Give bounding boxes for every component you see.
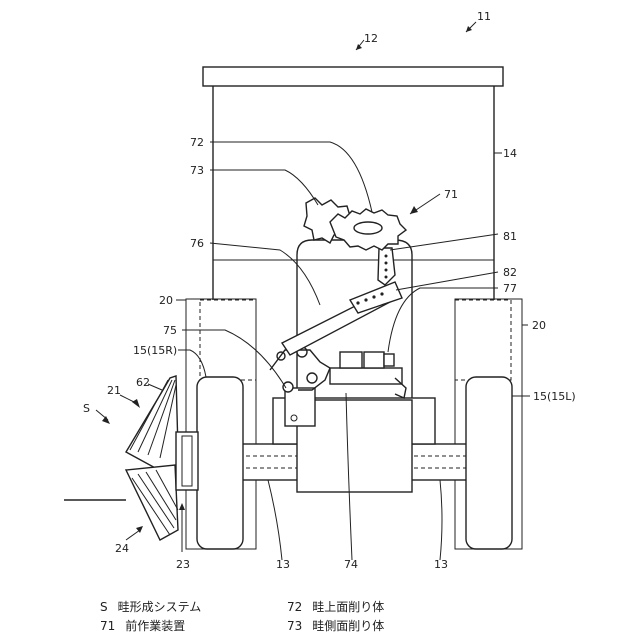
label-82: 82 xyxy=(503,266,517,279)
bracket-hole-3 xyxy=(385,269,388,272)
label-75: 75 xyxy=(163,324,177,337)
legend-item-72: 72 畦上面削り体 xyxy=(287,598,384,615)
leader-72 xyxy=(210,142,372,212)
label-23: 23 xyxy=(176,558,190,571)
arrow-S xyxy=(102,416,110,424)
label-14: 14 xyxy=(503,147,517,160)
gearbox-upper-c xyxy=(384,354,394,366)
legend-text: 畦側面削り体 xyxy=(312,619,384,633)
leader-13b xyxy=(440,480,442,560)
arm-hole-2 xyxy=(364,298,367,301)
arrow-12 xyxy=(356,44,362,50)
cutter-hub xyxy=(354,222,382,234)
gearbox-lower xyxy=(330,368,402,384)
cab-roof xyxy=(203,67,503,86)
label-20-right: 20 xyxy=(532,319,546,332)
arm-hole-1 xyxy=(356,301,359,304)
leader-76 xyxy=(210,243,320,305)
label-S: S xyxy=(83,402,90,415)
label-15l: 15(15L) xyxy=(533,390,576,403)
ridge-former-shaft xyxy=(176,432,198,490)
legend-code: 73 xyxy=(287,619,302,633)
wheel-left-15L xyxy=(466,377,512,549)
bracket-81 xyxy=(378,248,395,285)
label-62: 62 xyxy=(136,376,150,389)
legend-text: 畦形成システム xyxy=(118,600,202,614)
leader-24 xyxy=(126,530,140,540)
label-71: 71 xyxy=(444,188,458,201)
hitch-pin-c xyxy=(307,373,317,383)
label-13-right: 13 xyxy=(434,558,448,571)
bracket-hole-2 xyxy=(385,262,388,265)
leader-73 xyxy=(210,170,318,205)
hitch-base xyxy=(285,388,315,426)
arrow-21 xyxy=(132,399,140,408)
label-15r: 15(15R) xyxy=(133,344,177,357)
leader-77 xyxy=(388,288,498,352)
ridge-former-62 xyxy=(126,376,178,478)
fender-right-inner xyxy=(455,300,511,380)
leader-62 xyxy=(148,384,162,390)
bracket-hole-4 xyxy=(385,276,388,279)
bracket-hole-1 xyxy=(385,255,388,258)
label-72: 72 xyxy=(190,136,204,149)
legend-code: S xyxy=(100,600,108,614)
label-74: 74 xyxy=(344,558,358,571)
legend-text: 前作業装置 xyxy=(125,619,185,633)
label-81: 81 xyxy=(503,230,517,243)
fender-left-inner xyxy=(200,300,256,380)
gearbox-upper-b xyxy=(364,352,384,368)
leader-15r xyxy=(178,350,206,377)
label-77: 77 xyxy=(503,282,517,295)
label-21: 21 xyxy=(107,384,121,397)
label-24: 24 xyxy=(115,542,129,555)
arm-hole-4 xyxy=(380,292,383,295)
legend-text: 畦上面削り体 xyxy=(312,600,384,614)
arrow-23 xyxy=(179,503,185,510)
arm-hole-3 xyxy=(372,295,375,298)
label-20-left: 20 xyxy=(159,294,173,307)
label-76: 76 xyxy=(190,237,204,250)
wheel-right-15R xyxy=(197,377,243,549)
legend-item-73: 73 畦側面削り体 xyxy=(287,617,384,634)
legend-code: 71 xyxy=(100,619,115,633)
leader-21 xyxy=(120,395,134,402)
gearbox-upper-a xyxy=(340,352,362,368)
leader-13a xyxy=(268,480,282,560)
legend-code: 72 xyxy=(287,600,302,614)
label-12: 12 xyxy=(364,32,378,45)
legend-item-s: S 畦形成システム xyxy=(100,598,201,615)
label-11: 11 xyxy=(477,10,491,23)
hitch-pin-b xyxy=(283,382,293,392)
ridge-former-teeth-24 xyxy=(126,465,178,540)
label-13-left: 13 xyxy=(276,558,290,571)
label-73: 73 xyxy=(190,164,204,177)
legend-item-71: 71 前作業装置 xyxy=(100,617,185,634)
